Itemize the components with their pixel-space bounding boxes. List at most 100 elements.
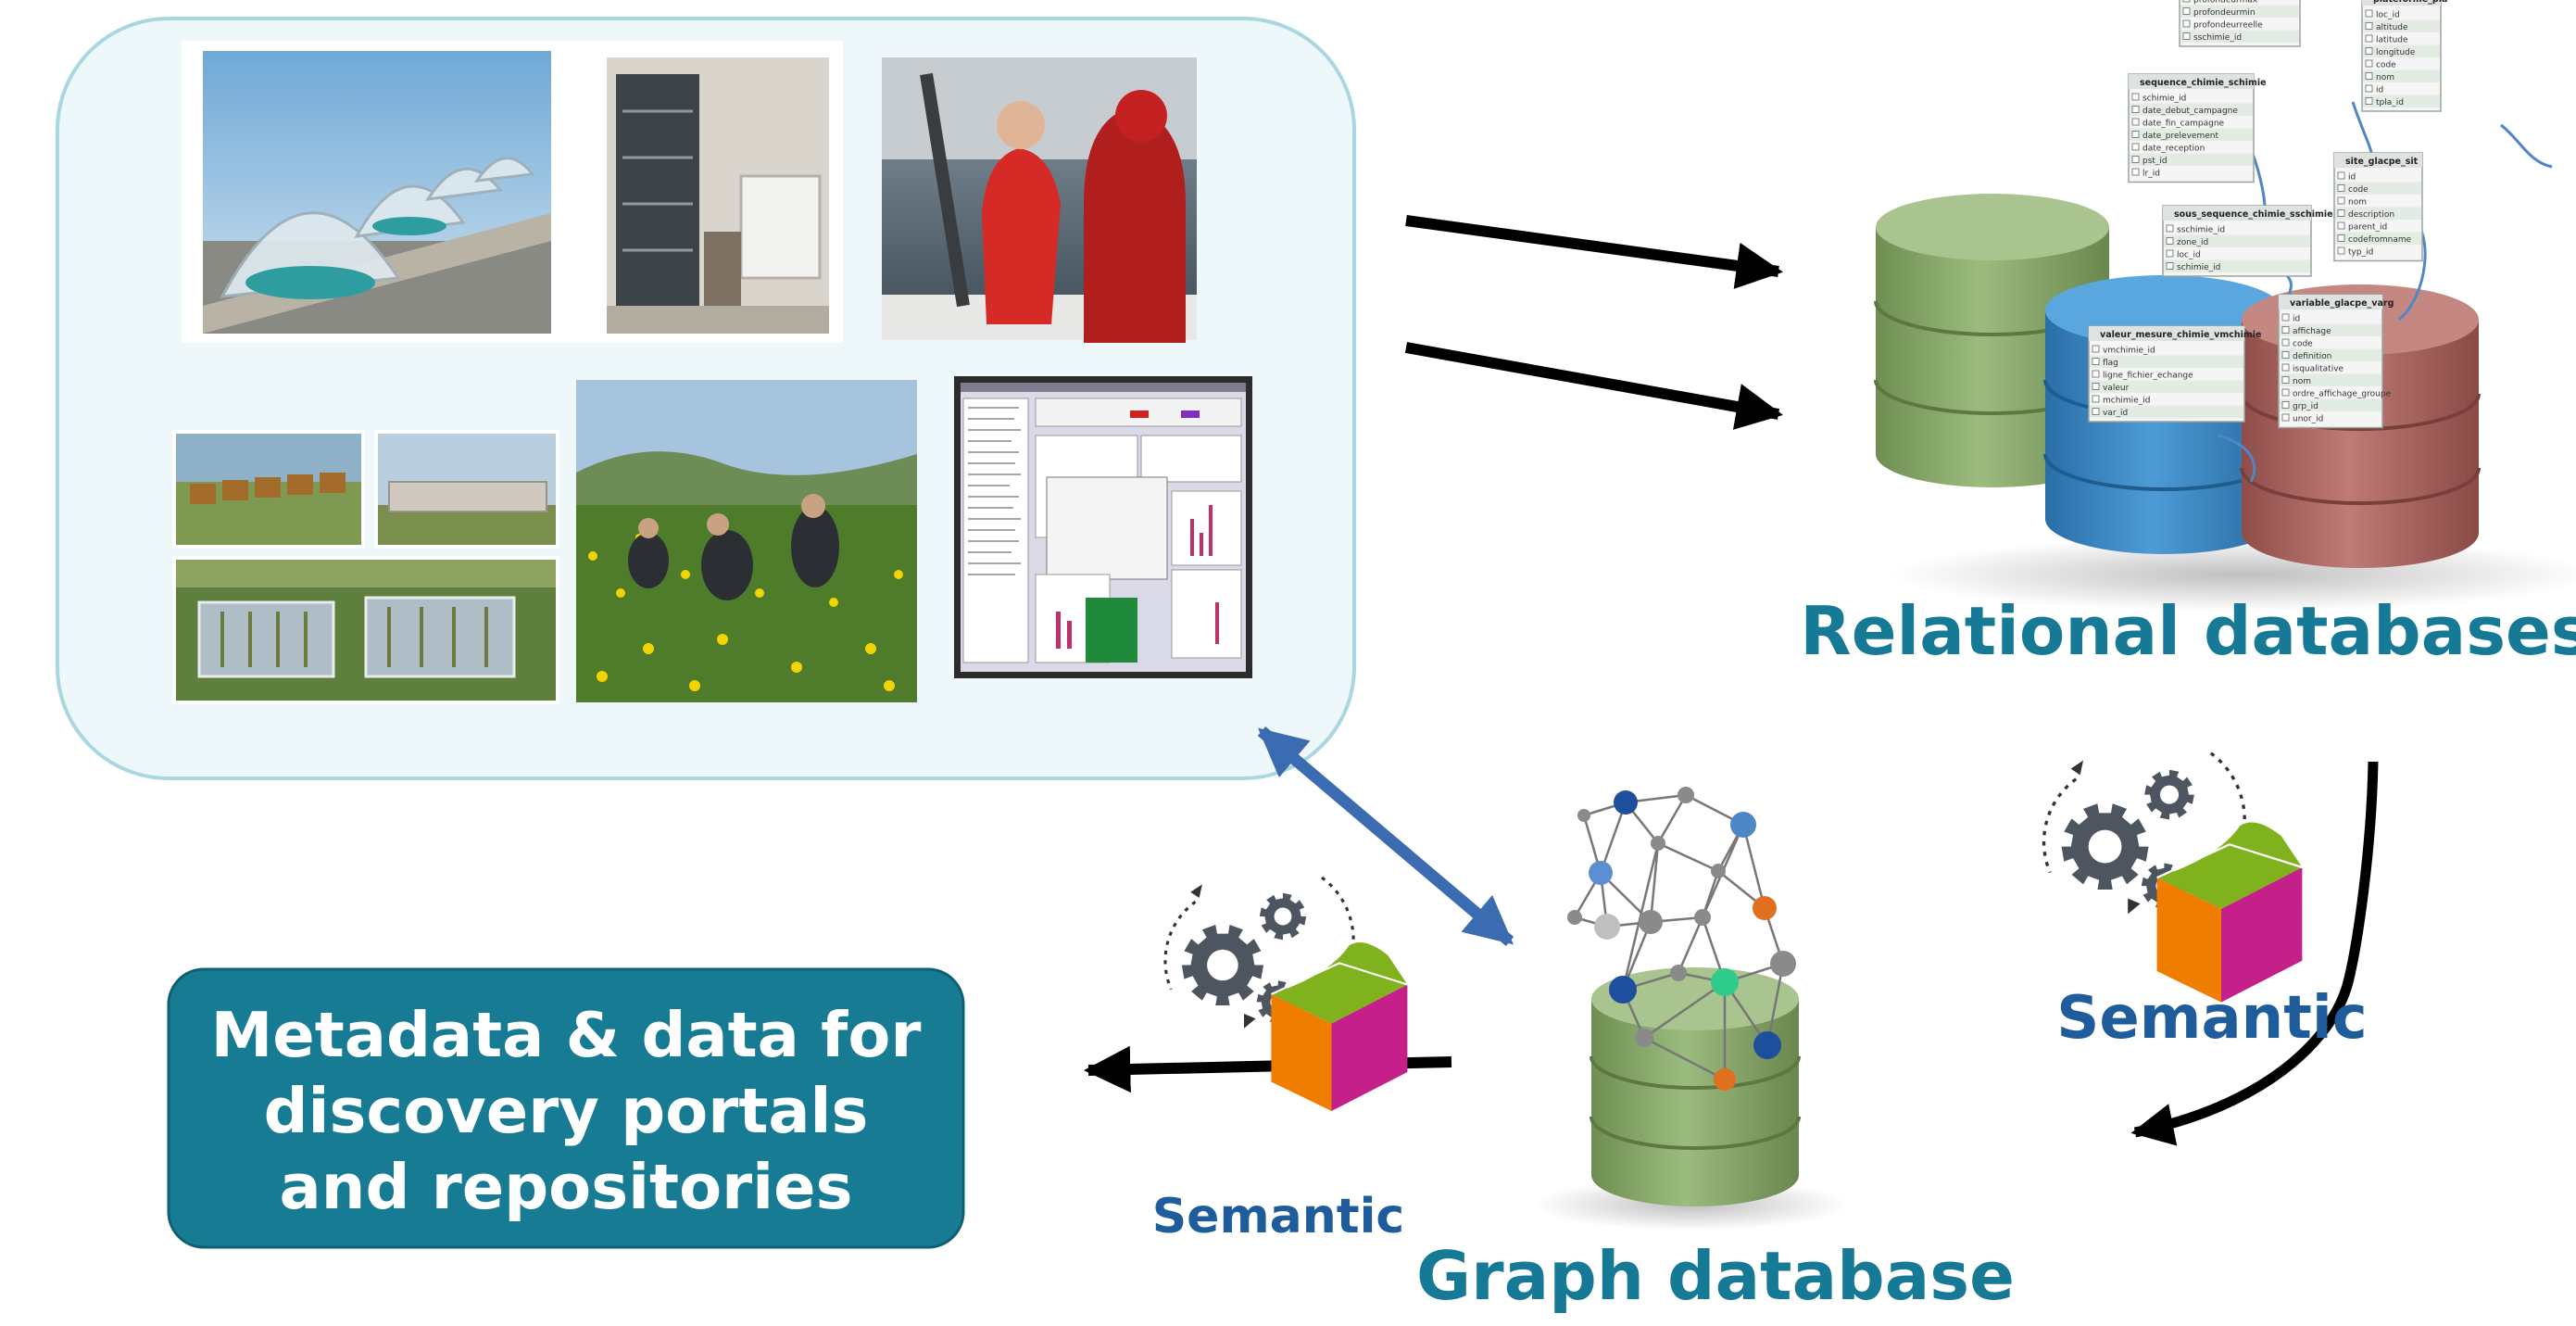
schema-table-title: site_glacpe_sit	[2345, 157, 2419, 167]
output-text-line-3: and repositories	[280, 1151, 853, 1223]
gear-icon	[2042, 751, 2303, 1003]
graph-edge	[1677, 916, 1704, 974]
schema-field: affichage	[2293, 327, 2331, 336]
graph-node	[1567, 910, 1582, 925]
semantic-transform-right	[2042, 751, 2303, 1003]
schema-field: nom	[2348, 198, 2367, 208]
arrow-source-to-relational-1	[1405, 215, 1783, 289]
schema-table-title: plateforme_pla	[2373, 0, 2447, 5]
arrow-source-graph-bidirectional	[1257, 726, 1514, 946]
schema-field: date_fin_campagne	[2142, 120, 2225, 129]
graph-node	[1589, 861, 1613, 885]
graph-node	[1753, 896, 1777, 920]
graph-node	[1594, 914, 1620, 940]
photo-field-mesocosms	[172, 430, 559, 704]
arrow-relational-to-graph	[2130, 761, 2379, 1146]
output-text-line-1: Metadata & data for	[211, 999, 922, 1071]
graph-node	[1577, 809, 1590, 822]
schema-field: date_prelevement	[2142, 132, 2218, 141]
schema-field: lr_id	[2142, 170, 2160, 179]
graph-node	[1711, 968, 1739, 996]
schema-table-title: sous_sequence_chimie_sschimie	[2174, 209, 2333, 220]
photo-experimental-domes	[182, 41, 843, 343]
graph-node	[1770, 951, 1796, 977]
schema-field: loc_id	[2376, 11, 2400, 20]
schema-field: isqualitative	[2293, 365, 2344, 374]
schema-field: ordre_affichage_groupe	[2293, 390, 2392, 399]
graph-database-label: Graph database	[1416, 1237, 2015, 1315]
schema-field: description	[2348, 210, 2394, 220]
schema-table-title: valeur_mesure_chimie_vmchimie	[2100, 330, 2261, 340]
schema-field: profondeurmin	[2193, 8, 2256, 18]
arrow-source-to-relational-2	[1404, 342, 1783, 430]
output-text-line-2: discovery portals	[264, 1075, 869, 1147]
schema-field: altitude	[2376, 23, 2408, 32]
graph-node	[1639, 910, 1663, 934]
schema-field: definition	[2293, 352, 2331, 361]
graph-edge	[1599, 802, 1627, 874]
schema-field: loc_id	[2177, 251, 2201, 260]
schema-field: code	[2376, 61, 2396, 70]
graph-edge	[1643, 980, 1726, 1040]
schema-field: tpla_id	[2376, 98, 2404, 107]
photo-lake-sampling	[882, 57, 1197, 343]
schema-field: sschimie_id	[2193, 33, 2242, 43]
semantic-cube-icon	[1270, 942, 1408, 1111]
schema-field: grp_id	[2293, 402, 2318, 411]
schema-field: parent_id	[2348, 223, 2387, 233]
schema-field: code	[2348, 185, 2369, 195]
schema-field: ligne_fichier_echange	[2103, 372, 2193, 381]
graph-node	[1714, 1068, 1736, 1091]
graph-node	[1694, 909, 1711, 926]
schema-field: schimie_id	[2142, 95, 2186, 104]
schema-field: profondeurmax	[2193, 0, 2258, 6]
graph-edge	[1741, 824, 1766, 909]
relational-databases-label: Relational databases	[1800, 592, 2576, 670]
schema-field: profondeurreelle	[2193, 21, 2263, 31]
graph-edge	[1656, 794, 1688, 844]
schema-field: flag	[2103, 359, 2118, 368]
graph-node	[1711, 864, 1726, 878]
schema-field: longitude	[2376, 48, 2416, 57]
schema-field: sschimie_id	[2177, 226, 2225, 235]
schema-field: schimie_id	[2177, 263, 2220, 272]
semantic-label-right: Semantic	[2056, 984, 2367, 1053]
graph-node	[1678, 787, 1694, 803]
schema-field: unor_id	[2293, 415, 2323, 424]
data-sources-panel	[56, 17, 1356, 780]
schema-table-sequence: sequence_chimie_schimie schimie_id date_de…	[2128, 73, 2267, 183]
schema-field: id	[2376, 86, 2383, 95]
output-box: Metadata & data for discovery portals an…	[167, 967, 965, 1249]
schema-tables: profondeurmax profondeurmin profondeurreel…	[2088, 0, 2447, 429]
schema-field: pst_id	[2142, 157, 2168, 166]
schema-field: mchimie_id	[2103, 397, 2150, 406]
schema-field: date_debut_campagne	[2142, 107, 2238, 116]
schema-table-valeur: valeur_mesure_chimie_vmchimievmchimie_id…	[2088, 325, 2261, 423]
photo-meadow-survey	[576, 380, 917, 702]
software-screenshot-thumbnail	[954, 376, 1252, 678]
schema-table-plateforme: plateforme_pla loc_id altitude latitude long…	[2361, 0, 2447, 112]
schema-field: id	[2348, 173, 2356, 183]
schema-field: id	[2293, 315, 2300, 324]
graph-node	[1614, 790, 1638, 815]
schema-field: latitude	[2376, 36, 2408, 45]
graph-node	[1753, 1031, 1781, 1059]
graph-database-icon	[1533, 787, 1848, 1231]
schema-field: zone_id	[2177, 238, 2208, 247]
graph-node	[1670, 965, 1687, 981]
schema-table-title: variable_glacpe_varg	[2290, 298, 2394, 309]
schema-field: var_id	[2103, 409, 2128, 418]
graph-network	[1567, 787, 1796, 1091]
schema-field: code	[2293, 340, 2313, 349]
semantic-cube-icon	[2156, 822, 2303, 1003]
schema-table-title: sequence_chimie_schimie	[2140, 78, 2267, 88]
semantic-transform-left	[1163, 876, 1408, 1111]
graph-edge	[1643, 1036, 1726, 1081]
schema-field: nom	[2293, 377, 2311, 386]
semantic-label-left: Semantic	[1152, 1189, 1405, 1244]
graph-node	[1651, 836, 1665, 851]
schema-field: nom	[2376, 73, 2394, 82]
